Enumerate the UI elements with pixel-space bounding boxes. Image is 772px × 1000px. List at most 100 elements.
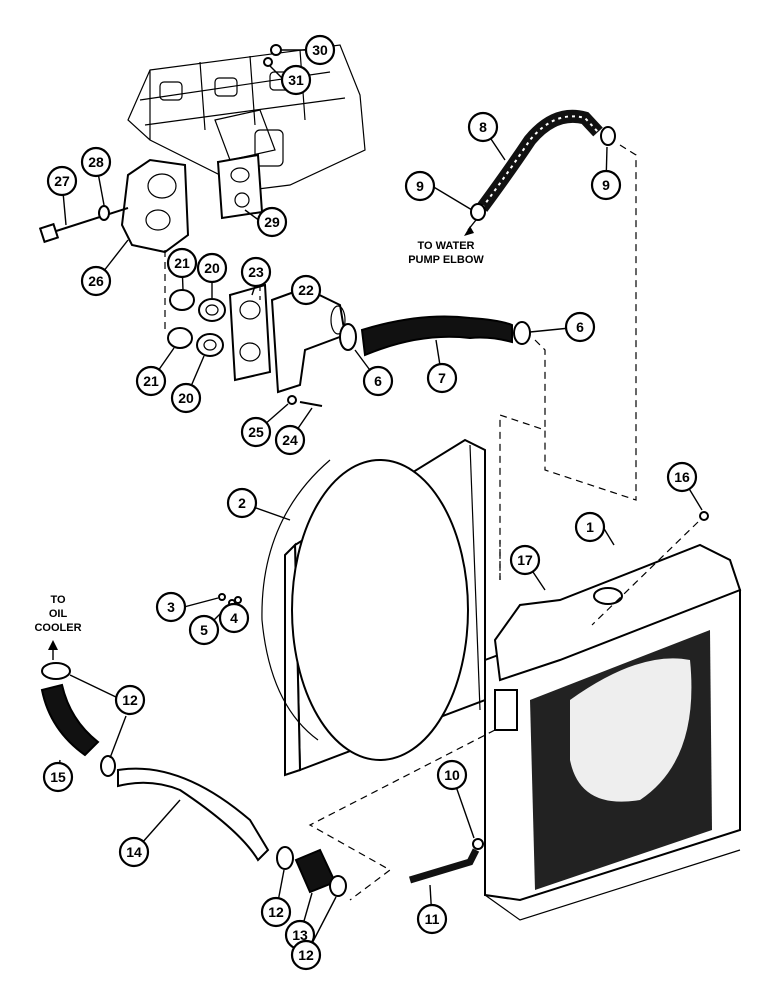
fan-shroud-2 [261,438,486,777]
callout-1: 1 [574,511,606,543]
svg-text:20: 20 [178,390,194,406]
svg-text:8: 8 [479,119,487,135]
callout-7: 7 [426,362,458,394]
svg-text:1: 1 [586,519,594,535]
svg-text:2: 2 [238,495,246,511]
callout-21-lower: 21 [135,365,167,397]
note-oil-cooler-line3: COOLER [34,622,81,634]
bolt-3 [218,593,226,601]
svg-text:15: 15 [50,769,66,785]
thermostat-20-upper [198,298,226,322]
callout-9-left: 9 [404,170,436,202]
bolt-24 [299,401,323,407]
callout-29: 29 [256,206,288,238]
clamp-6-right [513,321,531,345]
tube-14 [117,767,270,862]
clamp-12-mid [100,755,116,777]
note-to-oil-cooler: TO OIL COOLER [34,594,81,634]
nut-4 [234,596,242,604]
svg-text:20: 20 [204,260,220,276]
callout-4: 4 [218,602,250,634]
svg-text:3: 3 [167,599,175,615]
bolt-27 [38,207,129,244]
note-to-water-pump-elbow: TO WATER PUMP ELBOW [408,240,484,266]
hose-15 [40,683,100,757]
upper-hose-7 [360,315,513,357]
svg-text:29: 29 [264,214,280,230]
svg-text:31: 31 [288,72,304,88]
clamp-12-lower-right [329,875,347,897]
callout-27: 27 [46,165,78,197]
svg-text:4: 4 [230,610,238,626]
callout-5: 5 [188,614,220,646]
callout-20-lower: 20 [170,382,202,414]
callout-25: 25 [240,416,272,448]
callout-24: 24 [274,424,306,456]
svg-text:10: 10 [444,767,460,783]
callout-11: 11 [416,903,448,935]
callout-6-right: 6 [564,311,596,343]
svg-text:30: 30 [312,42,328,58]
svg-text:22: 22 [298,282,314,298]
svg-text:23: 23 [248,264,264,280]
svg-text:12: 12 [298,947,314,963]
svg-text:5: 5 [200,622,208,638]
svg-text:9: 9 [416,178,424,194]
svg-text:27: 27 [54,173,70,189]
callout-9-right: 9 [590,169,622,201]
svg-text:28: 28 [88,154,104,170]
callout-22: 22 [290,274,322,306]
callout-14: 14 [118,836,150,868]
callout-12-top: 12 [114,684,146,716]
gasket-23 [228,283,272,382]
clamp-12-top [41,662,71,680]
svg-text:21: 21 [143,373,159,389]
callout-6-left: 6 [362,365,394,397]
thermostat-20-lower [196,333,224,357]
callout-2: 2 [226,487,258,519]
callout-17: 17 [509,544,541,576]
note-oil-cooler-line2: OIL [49,608,68,620]
gasket-29 [216,153,264,220]
note-water-pump-line1: TO WATER [417,240,474,252]
svg-text:14: 14 [126,844,142,860]
callout-10: 10 [436,759,468,791]
callout-21-upper: 21 [166,247,198,279]
callout-8: 8 [467,111,499,143]
callout-15: 15 [42,761,74,793]
washer-28 [98,205,110,221]
svg-text:21: 21 [174,255,190,271]
svg-text:11: 11 [425,911,440,927]
callout-30: 30 [304,34,336,66]
seal-21-upper [169,289,195,311]
thermostat-housing-26 [120,158,190,254]
svg-text:6: 6 [374,373,382,389]
svg-text:7: 7 [438,370,446,386]
svg-text:16: 16 [674,469,690,485]
clamp-12-lower-left [276,846,294,870]
bypass-hose-8 [476,109,603,212]
callout-16: 16 [666,461,698,493]
svg-text:12: 12 [122,692,138,708]
drain-valve-10 [472,838,484,850]
note-water-pump-line2: PUMP ELBOW [408,254,484,266]
callout-28: 28 [80,146,112,178]
svg-text:25: 25 [248,424,264,440]
callout-26: 26 [80,265,112,297]
svg-text:6: 6 [576,319,584,335]
seal-21-lower [167,327,193,349]
svg-text:9: 9 [602,177,610,193]
callout-31: 31 [280,64,312,96]
washer-25 [287,395,297,405]
bolt-30 [263,44,282,67]
radiator-assembly [484,511,742,921]
svg-text:17: 17 [517,552,533,568]
svg-text:12: 12 [268,904,284,920]
svg-text:26: 26 [88,273,104,289]
svg-text:13: 13 [292,927,308,943]
clamp-6-left [339,323,357,351]
callout-20-upper: 20 [196,252,228,284]
svg-text:24: 24 [282,432,298,448]
drain-hose-11 [408,848,480,884]
